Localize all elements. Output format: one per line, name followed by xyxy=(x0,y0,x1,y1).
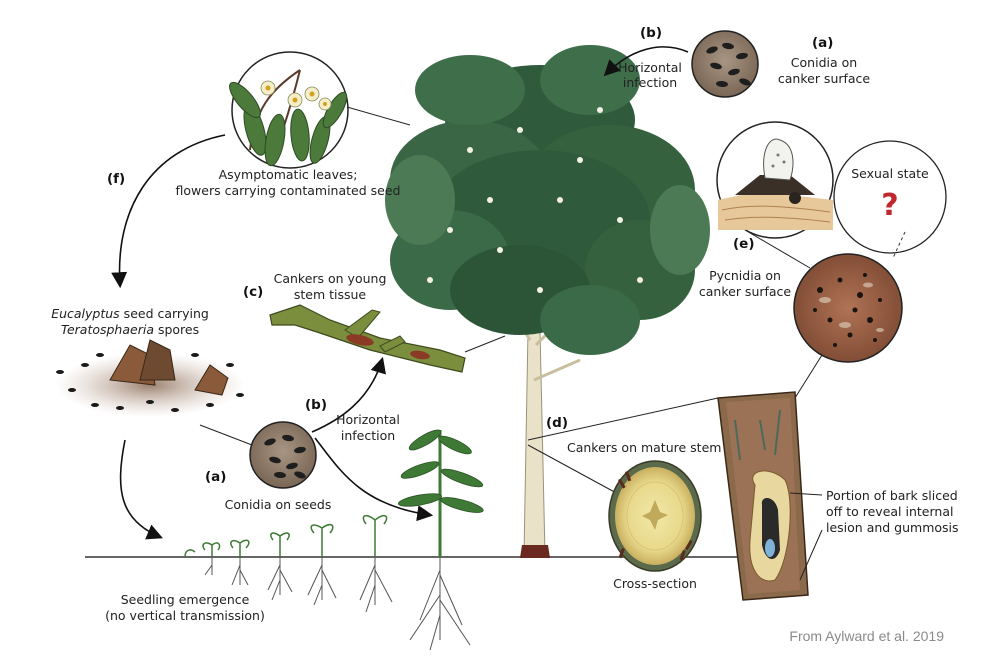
bark-label-1: Portion of bark sliced xyxy=(826,488,958,503)
leaves-leader-line xyxy=(347,107,410,125)
horizontal-top-label-2: infection xyxy=(623,75,677,90)
pycnidia-label-2: canker surface xyxy=(699,284,792,299)
label-b-mid: (b) xyxy=(305,397,327,413)
asymptomatic-label-1: Asymptomatic leaves; xyxy=(219,167,358,182)
question-mark: ? xyxy=(881,188,898,223)
label-c: (c) xyxy=(243,284,263,300)
bark-slab xyxy=(718,392,808,600)
asymptomatic-label-2: flowers carrying contaminated seed xyxy=(176,183,401,198)
sapling xyxy=(397,427,484,650)
horizontal-mid-label-2: infection xyxy=(341,428,395,443)
pycnidia-label-1: Pycnidia on xyxy=(709,268,781,283)
cross-section xyxy=(609,461,701,571)
teratosphaeria-word: Teratosphaeria xyxy=(61,322,154,337)
cross-section-label: Cross-section xyxy=(613,576,697,591)
credit-text: From Aylward et al. 2019 xyxy=(789,628,944,644)
horizontal-mid-label-1: Horizontal xyxy=(336,412,400,427)
seedling-label-1: Seedling emergence xyxy=(121,592,250,607)
conidia-canker-lens xyxy=(692,31,758,97)
bark-label-2: off to reveal internal xyxy=(826,504,953,519)
label-d: (d) xyxy=(546,415,568,431)
sexual-state-lens: Sexual state ? xyxy=(834,141,946,253)
young-stem xyxy=(270,305,465,372)
seed-carrying-word: seed carrying xyxy=(120,306,209,321)
seed-carrying-label-1: Eucalyptus seed carrying xyxy=(51,306,209,321)
canker-surface-lens xyxy=(794,254,902,362)
young-stem-leader-line xyxy=(465,336,505,352)
label-e: (e) xyxy=(733,236,755,252)
seedling-label-2: (no vertical transmission) xyxy=(105,608,265,623)
arrow-seeds-to-seedlings xyxy=(121,440,160,537)
seed-pile xyxy=(55,340,245,417)
arrow-f xyxy=(120,135,225,285)
cankers-young-label-1: Cankers on young xyxy=(274,271,387,286)
canker-lens-to-bark-line xyxy=(795,355,822,398)
seeds-leader-line xyxy=(200,425,252,445)
sexual-state-label: Sexual state xyxy=(851,166,929,181)
seedlings-row xyxy=(185,516,387,557)
eucalyptus-word: Eucalyptus xyxy=(51,306,120,321)
pycnidium-lens xyxy=(717,122,833,238)
cankers-mature-label: Cankers on mature stem xyxy=(567,440,721,455)
conidia-canker-label-2: canker surface xyxy=(778,71,871,86)
conidia-seeds-lens xyxy=(250,422,316,488)
label-f: (f) xyxy=(107,171,125,187)
horizontal-top-label-1: Horizontal xyxy=(618,60,682,75)
conidia-canker-label-1: Conidia on xyxy=(791,55,857,70)
spores-word: spores xyxy=(154,322,199,337)
leaves-flowers-lens xyxy=(225,52,351,168)
label-b-top: (b) xyxy=(640,25,662,41)
bark-label-3: lesion and gummosis xyxy=(826,520,959,535)
label-a-mid: (a) xyxy=(205,469,226,485)
label-a-top: (a) xyxy=(812,35,833,51)
conidia-seeds-label: Conidia on seeds xyxy=(225,497,332,512)
cankers-young-label-2: stem tissue xyxy=(294,287,367,302)
seed-carrying-label-2: Teratosphaeria spores xyxy=(61,322,199,337)
